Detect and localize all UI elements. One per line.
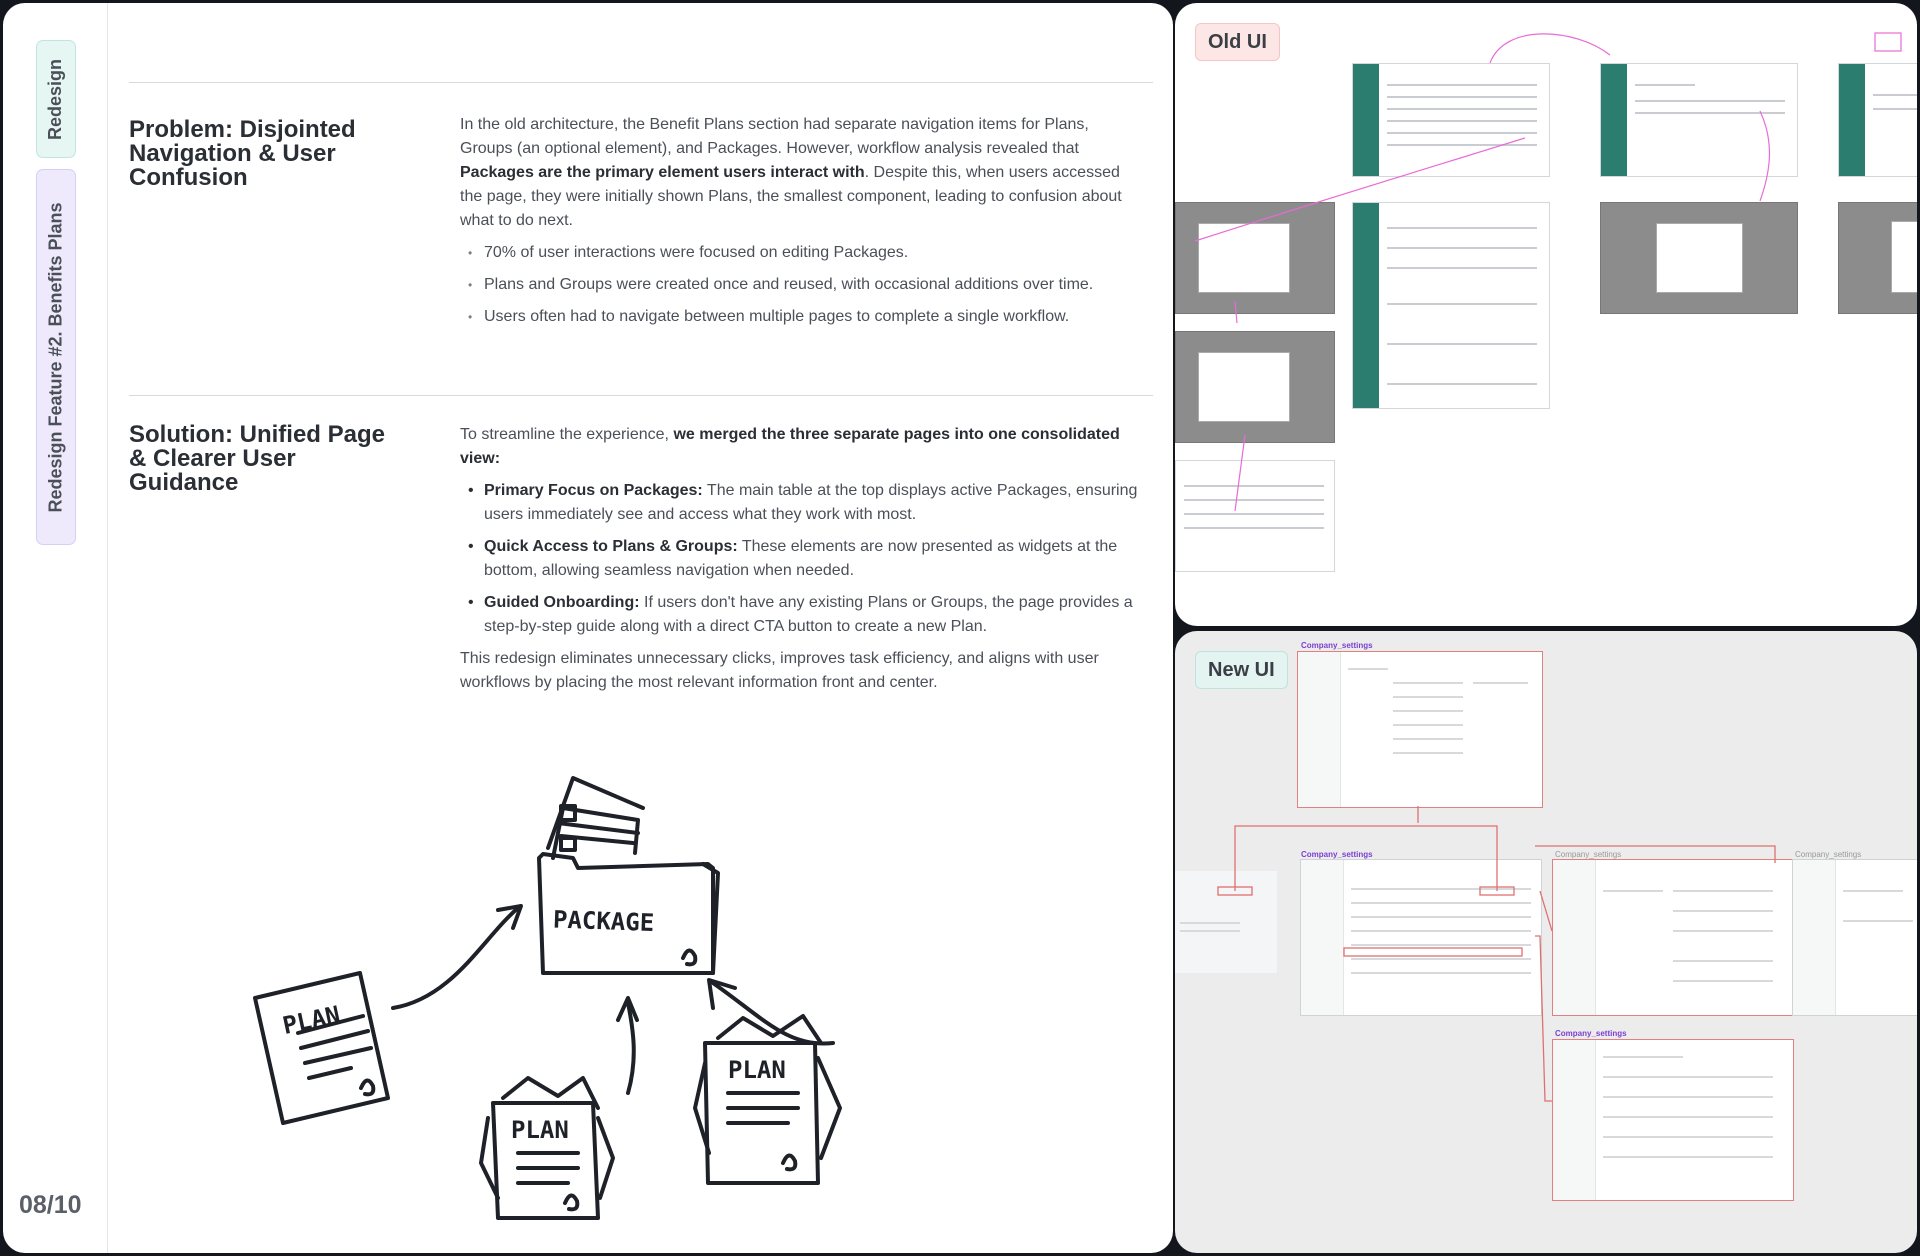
- frame-caption: Company_settings: [1555, 1029, 1627, 1038]
- package-plan-sketch: PACKAGE PLAN PLAN PLAN: [253, 776, 842, 1220]
- new-create-plan-screen: [1792, 859, 1917, 1016]
- problem-heading: Problem: Disjointed Navigation & User Co…: [129, 116, 356, 191]
- new-create-plan-screen: [1552, 859, 1794, 1016]
- frame-caption: Company_settings: [1795, 850, 1862, 859]
- page-number: 08/10: [19, 1191, 82, 1219]
- tab-redesign-feature[interactable]: Redesign Feature #2. Benefits Plans: [36, 169, 76, 545]
- old-modal-screen: [1838, 202, 1917, 314]
- tab-redesign[interactable]: Redesign: [36, 40, 76, 158]
- bullet-title: Quick Access to Plans & Groups:: [484, 538, 738, 555]
- solution-intro-text: To streamline the experience,: [460, 426, 674, 443]
- new-ui-label: New UI: [1195, 651, 1288, 689]
- old-ui-label: Old UI: [1195, 23, 1280, 61]
- bullet-text: If users don't have any existing Plans o…: [484, 594, 1133, 635]
- frame-caption: Company_settings: [1555, 850, 1622, 859]
- old-option-group-screen: [1600, 63, 1798, 177]
- solution-heading: Solution: Unified Page & Clearer User Gu…: [129, 421, 385, 496]
- arrow-head-icon: [496, 904, 523, 930]
- bullet-title: Guided Onboarding:: [484, 594, 640, 611]
- new-ui-panel: Company_settings Company_settings Compan…: [1175, 631, 1917, 1253]
- tab-redesign-label: Redesign: [45, 58, 66, 140]
- list-item: 70% of user interactions were focused on…: [468, 241, 1140, 265]
- new-edit-plan-screen: [1552, 1039, 1794, 1201]
- old-flow-arrows: [1194, 32, 1902, 512]
- list-item: Plans and Groups were created once and r…: [468, 273, 1140, 297]
- solution-intro-emphasis: we merged the three separate pages into …: [460, 426, 1120, 467]
- arrow-icon: [626, 1001, 636, 1095]
- new-flow-arrows: [1217, 806, 1776, 1102]
- arrow-head-icon: [707, 978, 737, 1010]
- old-packages-screen: [1838, 63, 1917, 177]
- tab-feature-label: Redesign Feature #2. Benefits Plans: [45, 201, 66, 513]
- solution-closing: This redesign eliminates unnecessary cli…: [460, 650, 1099, 691]
- content-panel: Redesign Redesign Feature #2. Benefits P…: [3, 3, 1173, 1253]
- section-rail: Redesign Redesign Feature #2. Benefits P…: [3, 3, 108, 1253]
- problem-emphasis: Packages are the primary element users i…: [460, 164, 865, 181]
- bullet-title: Primary Focus on Packages:: [484, 482, 703, 499]
- arrow-head-icon: [616, 996, 639, 1022]
- plan-label: PLAN: [728, 1056, 786, 1084]
- plan-label: PLAN: [280, 1001, 342, 1040]
- solution-body: To streamline the experience, we merged …: [460, 423, 1140, 703]
- new-empty-state-screen: [1175, 871, 1277, 973]
- solution-bullets: Primary Focus on Packages: The main tabl…: [460, 479, 1140, 639]
- old-edit-plan-screen: [1352, 202, 1550, 409]
- list-item: Primary Focus on Packages: The main tabl…: [468, 479, 1140, 527]
- bullet-text: These elements are now presented as widg…: [484, 538, 1118, 579]
- solution-intro: To streamline the experience, we merged …: [460, 423, 1140, 471]
- old-modal-screen: [1600, 202, 1798, 314]
- plan-document-icon: [693, 1014, 842, 1185]
- list-item: Quick Access to Plans & Groups: These el…: [468, 535, 1140, 583]
- divider: [129, 82, 1153, 83]
- old-ui-panel: Old UI: [1175, 3, 1917, 626]
- package-label: PACKAGE: [553, 905, 655, 937]
- problem-text: In the old architecture, the Benefit Pla…: [460, 116, 1089, 157]
- arrow-icon: [391, 906, 520, 1010]
- plan-document-icon: [479, 1076, 615, 1220]
- plan-label: PLAN: [511, 1116, 569, 1144]
- plan-document-icon: [253, 971, 390, 1125]
- problem-body: In the old architecture, the Benefit Pla…: [460, 113, 1140, 337]
- list-item: Users often had to navigate between mult…: [468, 305, 1140, 329]
- old-plans-screen: [1352, 63, 1550, 177]
- package-folder-icon: [537, 776, 720, 975]
- frame-caption: Company_settings: [1301, 850, 1373, 859]
- list-item: Guided Onboarding: If users don't have a…: [468, 591, 1140, 639]
- arrow-icon: [711, 981, 835, 1046]
- problem-bullets: 70% of user interactions were focused on…: [460, 241, 1140, 329]
- old-modal-screen: [1175, 331, 1335, 443]
- bullet-text: The main table at the top displays activ…: [484, 482, 1138, 523]
- new-packages-screen: [1300, 859, 1542, 1016]
- divider: [129, 395, 1153, 396]
- new-quick-plans-screen: [1297, 651, 1543, 808]
- problem-paragraph: In the old architecture, the Benefit Pla…: [460, 113, 1140, 233]
- old-plans-list-screen: [1175, 460, 1335, 572]
- problem-text-end: . Despite this, when users accessed the …: [460, 164, 1122, 229]
- frame-caption: Company_settings: [1301, 641, 1373, 650]
